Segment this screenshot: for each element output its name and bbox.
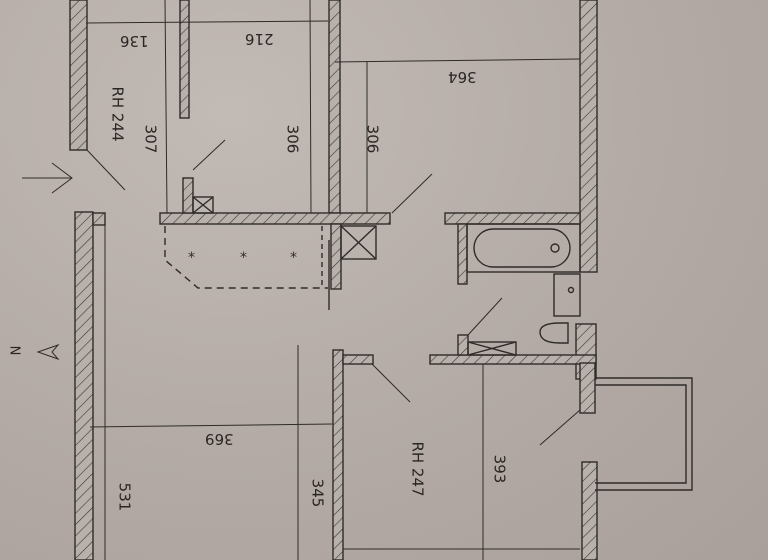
wall — [74, 211, 94, 560]
wall — [179, 0, 190, 119]
dim-label: 369 — [205, 430, 234, 448]
dim-label: 307 — [141, 124, 160, 154]
dim-label: 393 — [490, 454, 509, 484]
dim-label: 136 — [120, 32, 149, 50]
wall — [429, 354, 597, 365]
wall — [581, 461, 598, 560]
room-label: RH 247 — [408, 441, 427, 497]
wall — [579, 0, 598, 273]
wall — [159, 212, 391, 225]
wall — [328, 0, 341, 214]
dim-label: 306 — [283, 124, 302, 154]
dim-label: 364 — [448, 68, 477, 86]
room-label: RH 244 — [108, 86, 127, 142]
dim-label: 306 — [363, 124, 382, 154]
north-arrow-icon — [36, 343, 60, 361]
svg-text:*: * — [290, 250, 297, 266]
entrance-arrow-icon — [22, 162, 73, 194]
dim-label: 216 — [245, 30, 274, 48]
dim-label: 345 — [308, 478, 327, 508]
north-label: N — [9, 345, 25, 356]
wall — [69, 0, 88, 151]
svg-text:*: * — [240, 250, 247, 266]
dim-label: 531 — [115, 482, 134, 512]
wall — [332, 349, 344, 560]
svg-text:*: * — [188, 250, 195, 266]
wall — [579, 362, 596, 414]
wall — [444, 212, 581, 225]
